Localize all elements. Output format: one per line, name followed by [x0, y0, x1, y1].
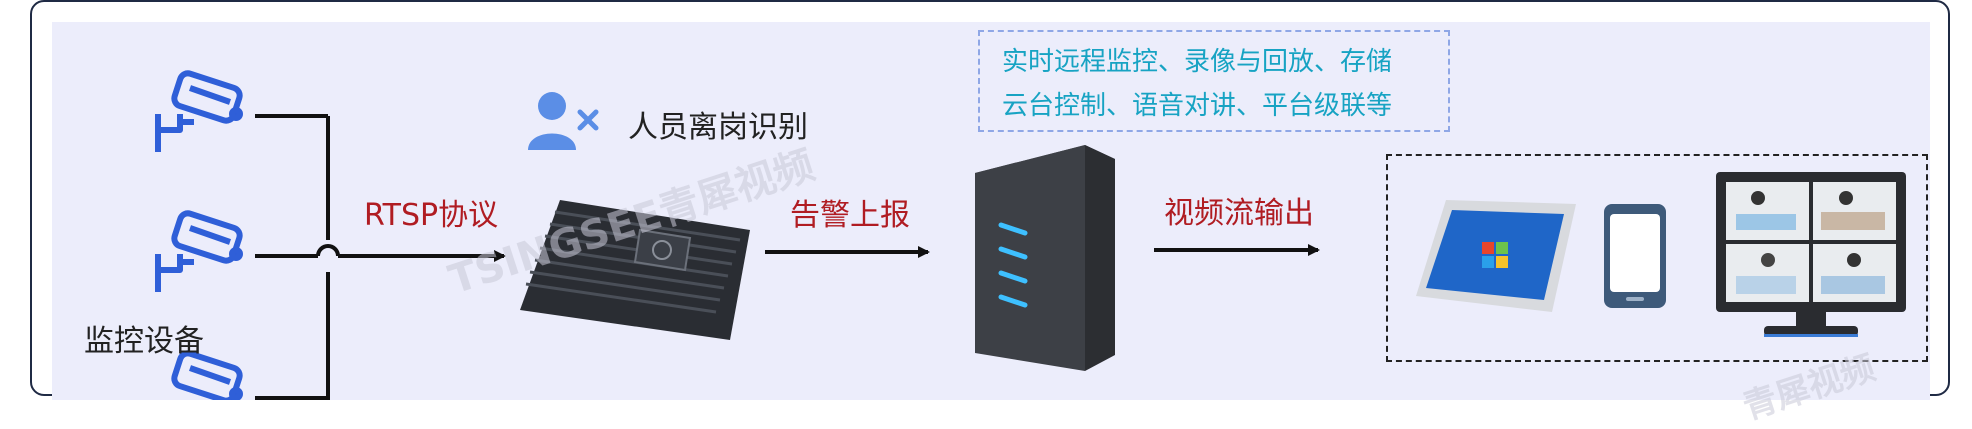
camera-icon	[150, 210, 250, 304]
recognition-label: 人员离岗识别	[628, 110, 808, 145]
rtsp-label: RTSP协议	[364, 198, 499, 233]
person-remove-icon	[528, 90, 602, 154]
phone-icon	[1604, 204, 1666, 312]
monitor-icon	[1716, 172, 1906, 346]
devices-label: 监控设备	[84, 324, 204, 359]
tablet-icon	[1416, 200, 1576, 316]
features-line-1: 实时远程监控、录像与回放、存储	[1002, 47, 1393, 77]
server-icon	[975, 145, 1125, 379]
camera-icon	[150, 70, 250, 164]
clients-box	[1386, 154, 1928, 362]
edge-box-device-icon	[520, 200, 750, 344]
features-box: 实时远程监控、录像与回放、存储 云台控制、语音对讲、平台级联等	[978, 30, 1450, 132]
stream-label: 视频流输出	[1164, 196, 1314, 231]
connector-lines	[255, 114, 1320, 400]
alarm-label: 告警上报	[790, 198, 910, 233]
features-line-2: 云台控制、语音对讲、平台级联等	[1002, 91, 1393, 121]
camera-icon	[150, 350, 250, 404]
